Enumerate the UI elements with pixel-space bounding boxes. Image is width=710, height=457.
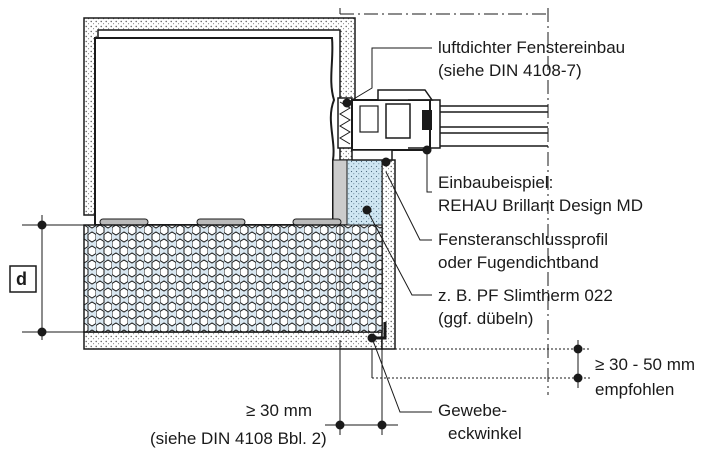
insulation-board — [83, 224, 383, 333]
thickness-box — [9, 265, 37, 293]
label-example-line1: Einbaubeispiel: — [438, 173, 553, 192]
label-profile-line1: Fensteranschlussprofil — [438, 230, 608, 249]
label-overlap-line2: empfohlen — [595, 380, 674, 399]
glazing — [440, 105, 548, 147]
window-frame — [351, 89, 441, 161]
label-install-line1: luftdichter Fenstereinbau — [438, 38, 625, 57]
label-mesh-line2: eckwinkel — [448, 424, 522, 443]
label-install-line2: (siehe DIN 4108-7) — [438, 61, 582, 80]
axis-lines — [339, 8, 549, 395]
wall-plaster — [83, 17, 396, 350]
thickness-label: d — [16, 269, 27, 289]
adhesive-pads — [99, 218, 342, 226]
concrete-wall — [94, 37, 336, 226]
label-insulation-line2: (ggf. dübeln) — [438, 309, 533, 328]
leader-dots — [342, 98, 432, 343]
label-overlap-line1: ≥ 30 - 50 mm — [595, 355, 695, 374]
leader-lines — [346, 47, 432, 413]
label-min-width-line1: ≥ 30 mm — [246, 401, 312, 420]
dimension-dots — [37, 220, 583, 430]
label-min-width-line2: (siehe DIN 4108 Bbl. 2) — [150, 429, 327, 448]
label-profile-line2: oder Fugendichtband — [438, 253, 599, 272]
label-insulation-line1: z. B. PF Slimtherm 022 — [438, 286, 613, 305]
reveal-strip — [332, 159, 348, 226]
mesh-corner-angle — [373, 322, 387, 340]
reveal-insulation — [346, 159, 383, 226]
label-mesh-line1: Gewebe- — [438, 401, 507, 420]
label-example-line2: REHAU Brillant Design MD — [438, 196, 643, 215]
